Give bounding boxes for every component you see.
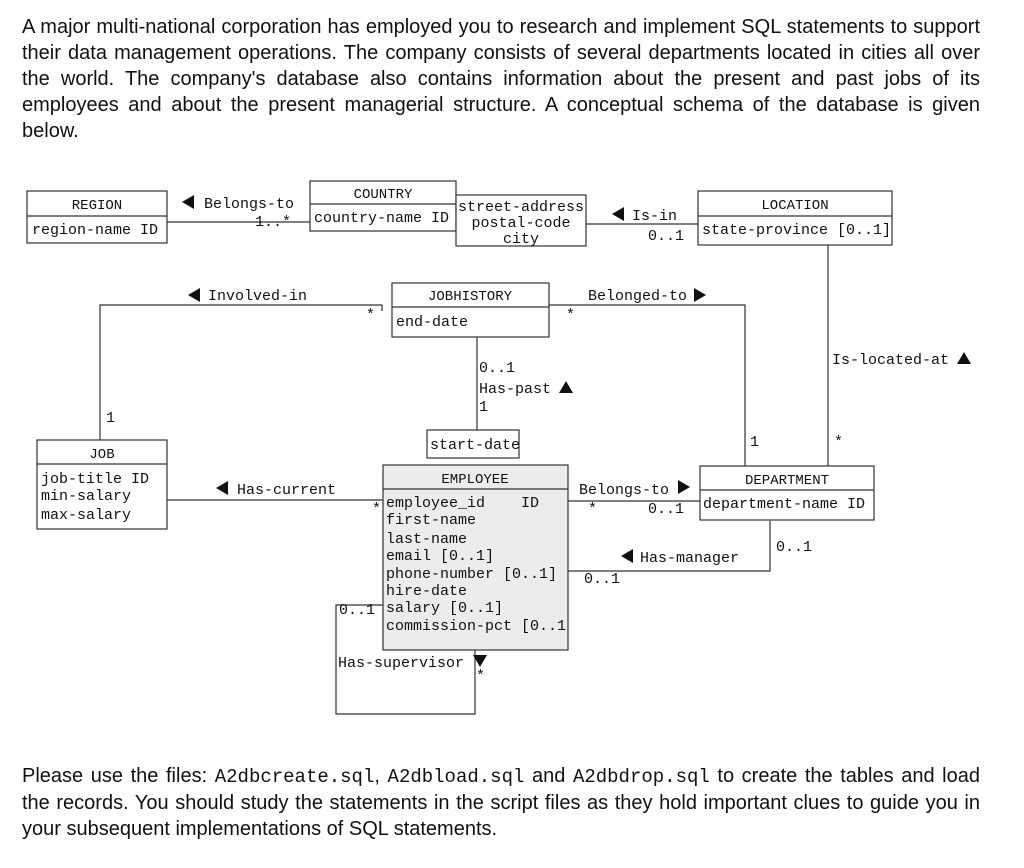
multiplicity: 1..* (255, 214, 291, 231)
filename-load: A2dbload.sql (387, 766, 525, 788)
employee-entity: EMPLOYEE employee_id ID first-name last-… (382, 464, 569, 651)
instructions-paragraph: Please use the files: A2dbcreate.sql, A2… (22, 763, 980, 842)
arrow-up-icon (957, 352, 971, 364)
multiplicity-labels: 1..* 0..1 * * 1 0..1 1 1 * * * 0..1 0..1… (106, 214, 843, 685)
location-entity: LOCATION state-province [0..1] (697, 190, 893, 246)
address-attr: postal-code (471, 215, 570, 232)
arrow-left-icon (188, 288, 200, 302)
rel-label: Belonged-to (588, 288, 687, 305)
employee-title: EMPLOYEE (441, 472, 508, 488)
rel-label: Has-past (479, 381, 551, 398)
job-attr: max-salary (41, 507, 131, 524)
arrow-left-icon (182, 195, 194, 209)
department-entity: DEPARTMENT department-name ID (699, 465, 875, 521)
filename-create: A2dbcreate.sql (214, 766, 375, 788)
intro-paragraph: A major multi-national corporation has e… (22, 16, 980, 142)
instructions-text: to create the tables and load the record… (22, 765, 980, 840)
job-title: JOB (89, 447, 114, 463)
jobhistory-title: JOBHISTORY (428, 289, 513, 305)
filename-drop: A2dbdrop.sql (572, 766, 710, 788)
relationship-labels: Belongs-to Is-in Involved-in Belonged-to… (182, 195, 971, 672)
rel-label: Belongs-to (204, 196, 294, 213)
job-attr: min-salary (41, 488, 131, 505)
multiplicity: 0..1 (584, 571, 620, 588)
multiplicity: * (372, 501, 381, 518)
arrow-left-icon (621, 549, 633, 563)
location-title: LOCATION (761, 198, 828, 214)
job-attr: job-title ID (41, 471, 149, 488)
employee-id-attr: employee_id (386, 495, 485, 512)
rel-label: Involved-in (208, 288, 307, 305)
department-attr: department-name ID (703, 496, 865, 513)
arrow-right-icon (678, 480, 690, 494)
arrow-left-icon (216, 481, 228, 495)
employee-attr: salary [0..1] (386, 600, 503, 617)
multiplicity: 0..1 (479, 360, 515, 377)
instructions-text: and (524, 765, 573, 787)
employee-attr: hire-date (386, 583, 467, 600)
employee-attr: email [0..1] (386, 548, 494, 565)
employee-attr: phone-number [0..1] (386, 566, 557, 583)
rel-label: Is-in (632, 208, 677, 225)
jobhistory-attr: end-date (396, 314, 468, 331)
multiplicity: 0..1 (648, 228, 684, 245)
multiplicity: 1 (479, 399, 488, 416)
address-attr: city (503, 231, 539, 248)
multiplicity: * (834, 434, 843, 451)
address-attr: street-address (458, 199, 584, 216)
country-title: COUNTRY (354, 187, 413, 203)
rel-label: Is-located-at (832, 352, 949, 369)
employee-attr: commission-pct [0..1 (386, 618, 566, 635)
multiplicity: 0..1 (648, 501, 684, 518)
rel-label: Has-supervisor (338, 655, 464, 672)
arrow-down-icon (473, 655, 487, 667)
region-title: REGION (72, 198, 122, 214)
multiplicity: 0..1 (776, 539, 812, 556)
arrow-right-icon (694, 288, 706, 302)
multiplicity: * (476, 668, 485, 685)
connector-lines (99, 221, 829, 715)
employee-id-tag: ID (521, 495, 539, 512)
multiplicity: 1 (750, 434, 759, 451)
multiplicity: * (366, 307, 375, 324)
region-attr: region-name ID (32, 222, 158, 239)
instructions-text: , (374, 765, 388, 787)
location-attr: state-province [0..1] (702, 222, 891, 239)
job-entity: JOB job-title ID min-salary max-salary (36, 439, 168, 530)
rel-label: Has-manager (640, 550, 739, 567)
instructions-text: Please use the files: (22, 765, 215, 787)
rel-label: Has-current (237, 482, 336, 499)
multiplicity: * (588, 501, 597, 518)
employee-attr: first-name (386, 512, 476, 529)
start-date-attr: start-date (430, 437, 520, 454)
country-entity: COUNTRY country-name ID (309, 180, 457, 232)
arrow-left-icon (612, 207, 624, 221)
multiplicity: 1 (106, 410, 115, 427)
jobhistory-entity: JOBHISTORY end-date (391, 282, 550, 338)
country-attr: country-name ID (314, 210, 449, 227)
arrow-up-icon (559, 381, 573, 393)
start-date-box: start-date (426, 429, 520, 459)
department-title: DEPARTMENT (745, 473, 829, 489)
address-box: street-address postal-code city (455, 194, 587, 248)
region-entity: REGION region-name ID (26, 190, 168, 244)
employee-attr: last-name (386, 531, 467, 548)
multiplicity: * (566, 307, 575, 324)
multiplicity: 0..1 (339, 602, 375, 619)
rel-label: Belongs-to (579, 482, 669, 499)
